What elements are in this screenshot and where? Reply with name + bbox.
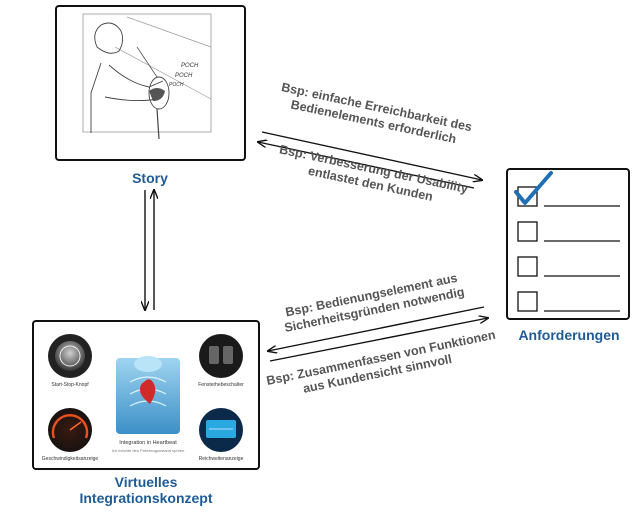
heartbeat-title: Integration in Heartbeat <box>119 440 177 446</box>
window-switch-caption: Fensterhebeschalter <box>198 382 244 388</box>
poch-text-3: POCH <box>169 82 184 88</box>
range-display-image <box>199 408 243 452</box>
concept-label-line2: Integrationskonzept <box>79 490 213 506</box>
arrow-requirements-to-concept <box>268 306 485 351</box>
arrow-concept-to-requirements <box>269 318 488 362</box>
window-switch-image <box>199 334 243 378</box>
poch-text-1: POCH <box>181 63 199 69</box>
story-box: POCH POCH POCH <box>55 5 246 161</box>
range-display-caption: Reichweitenanzeige <box>198 456 244 462</box>
requirements-checklist <box>506 168 630 320</box>
start-stop-caption: Start-Stop-Knopf <box>51 382 89 388</box>
poch-text-2: POCH <box>175 73 193 79</box>
driver-sketch-image: POCH POCH POCH <box>82 13 212 140</box>
speedometer-image <box>48 408 92 452</box>
concept-collage-image <box>48 334 243 452</box>
story-label: Story <box>132 170 168 186</box>
requirements-label: Anforderungen <box>518 327 620 343</box>
checklist-graphic <box>514 171 620 312</box>
heartbeat-subtitle: Ich möchte den Fahrzeugzustand spüren <box>111 448 185 453</box>
checkmark-icon <box>514 171 553 205</box>
arrow-requirements-to-story <box>258 142 475 189</box>
integration-concept-box: Start-Stop-Knopf Fensterhebeschalter Ges… <box>32 320 260 470</box>
arrow-story-to-requirements <box>261 131 482 180</box>
heartbeat-body-image <box>116 356 180 434</box>
speedometer-caption: Geschwindigkeitsanzeige <box>41 456 99 462</box>
concept-label-line1: Virtuelles <box>114 474 178 490</box>
start-stop-button-image <box>48 334 92 378</box>
